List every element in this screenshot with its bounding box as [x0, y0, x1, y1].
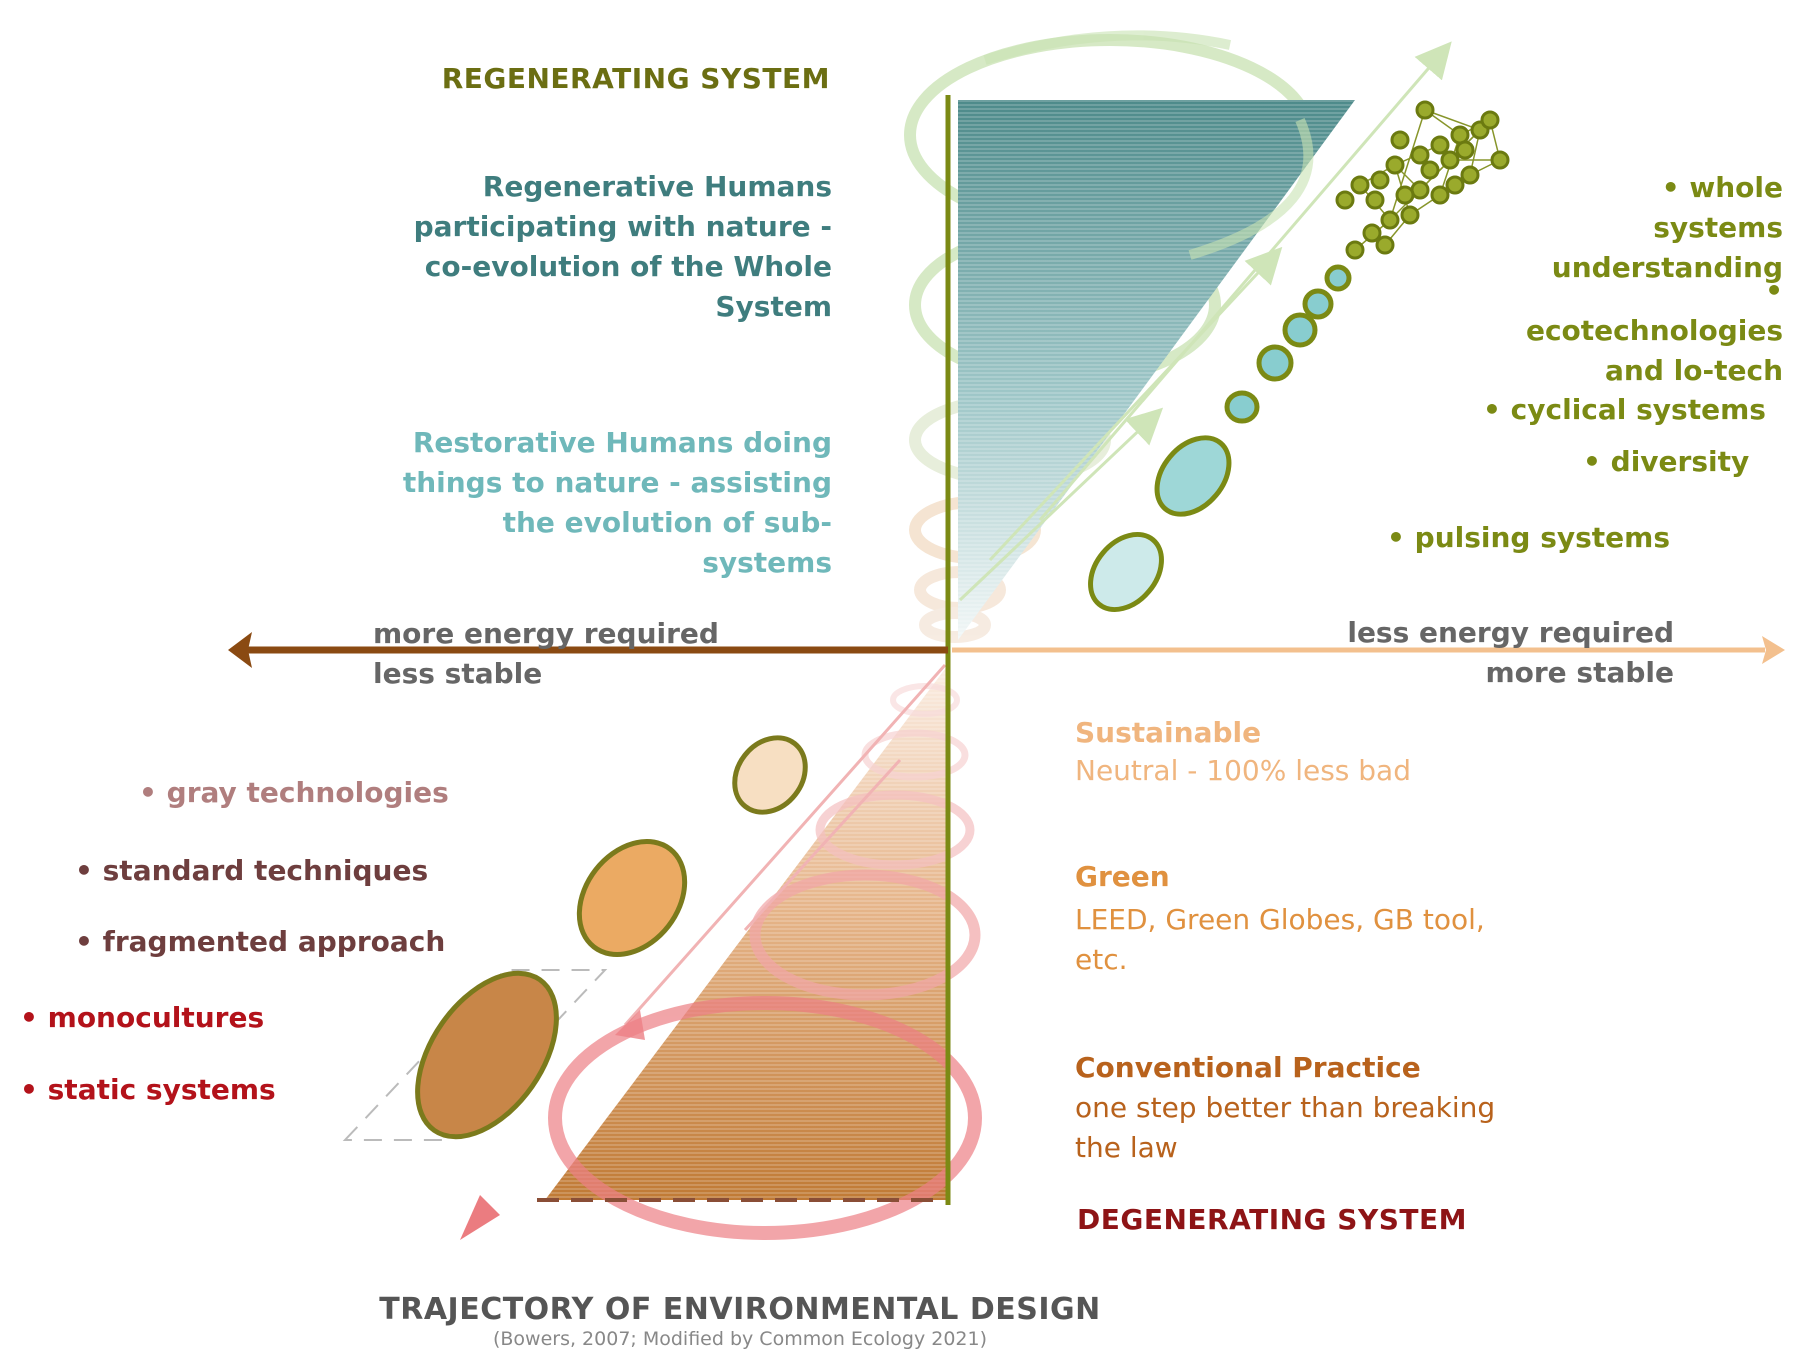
axis-right-line1: less energy required [1347, 616, 1674, 649]
level-sustainable-heading: Sustainable [1075, 716, 1262, 749]
axis-left-line2: less stable [373, 657, 543, 690]
level-sustainable-body: Neutral - 100% less bad [1075, 754, 1411, 787]
diagonal-arrows-down [623, 664, 947, 1026]
degenerating-ellipses [415, 735, 808, 1140]
bullet-fragmented-approach: • fragmented approach [75, 925, 446, 958]
restorative-description: Restorative Humans doing things to natur… [402, 426, 832, 579]
bullet-monocultures: • monocultures [20, 1001, 265, 1034]
regenerating-ellipses [1088, 264, 1352, 613]
level-conventional-body: one step better than breaking the law [1075, 1091, 1496, 1164]
diagonal-arrows-up [958, 41, 1452, 602]
footer-credit: (Bowers, 2007; Modified by Common Ecolog… [492, 1328, 988, 1350]
degenerating-system-title: DEGENERATING SYSTEM [1077, 1203, 1467, 1236]
bullet-ecotechnologies: • ecotechnologies and lo-tech [1525, 274, 1783, 387]
level-conventional-heading: Conventional Practice [1075, 1051, 1421, 1084]
level-green-heading: Green [1075, 860, 1170, 893]
network-cluster [1335, 100, 1510, 260]
axis-left-line1: more energy required [373, 617, 719, 650]
regenerating-system-title: REGENERATING SYSTEM [441, 62, 830, 95]
bullet-whole-systems: • whole systems understanding [1551, 171, 1783, 284]
bullet-gray-technologies: • gray technologies [139, 776, 449, 809]
axis-right-line2: more stable [1485, 656, 1674, 689]
level-green-body: LEED, Green Globes, GB tool, etc. [1075, 903, 1485, 976]
bullet-static-systems: • static systems [20, 1073, 276, 1106]
bullet-cyclical-systems: • cyclical systems [1483, 393, 1766, 426]
bullet-diversity: • diversity [1583, 445, 1750, 478]
bullet-standard-techniques: • standard techniques [75, 854, 429, 887]
footer-title: TRAJECTORY OF ENVIRONMENTAL DESIGN [379, 1292, 1101, 1327]
bullet-pulsing-systems: • pulsing systems [1387, 521, 1671, 554]
horizontal-axis [228, 632, 1785, 668]
regenerative-description: Regenerative Humans participating with n… [413, 170, 832, 323]
regenerating-wedge-stripes [958, 100, 1355, 640]
